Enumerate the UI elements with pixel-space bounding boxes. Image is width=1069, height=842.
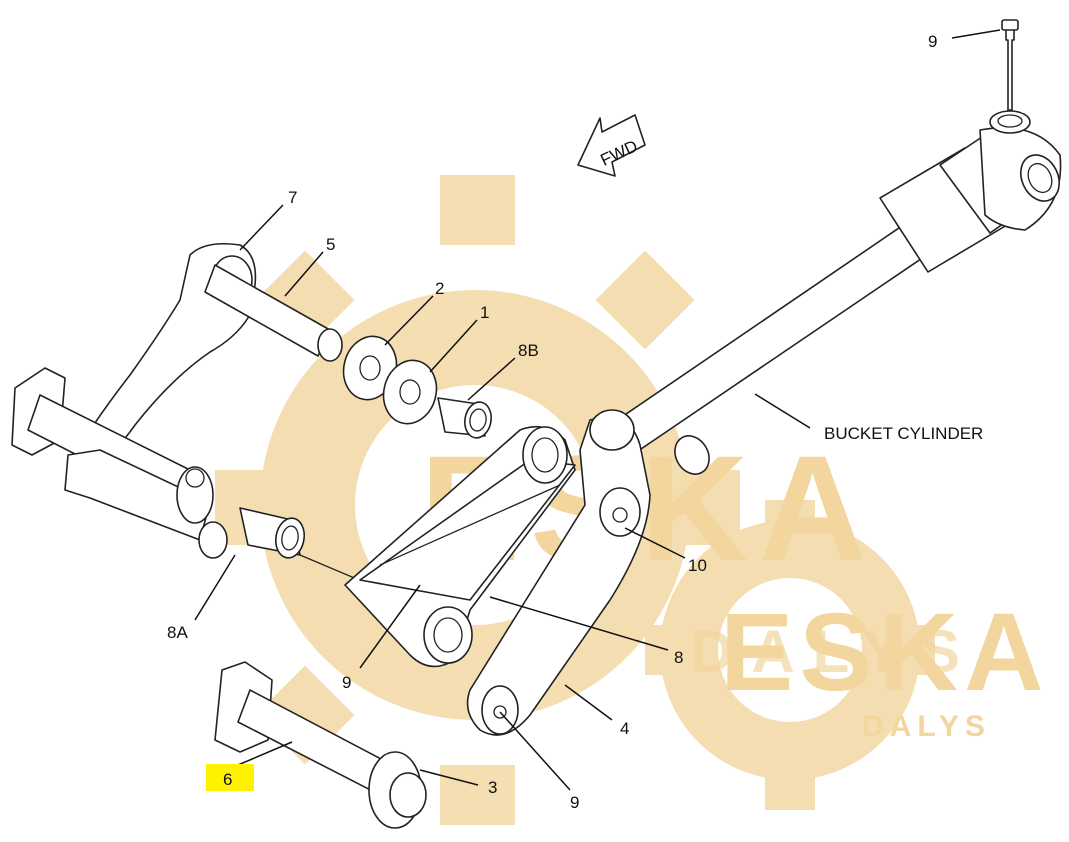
pin-part-8a-assembly xyxy=(64,449,228,559)
bucket-cylinder-label: BUCKET CYLINDER xyxy=(824,424,983,443)
callout-3: 3 xyxy=(488,778,497,797)
fwd-arrow-icon: FWD xyxy=(577,114,646,177)
watermark-logo-subtext-small: DALYS xyxy=(862,710,991,743)
washer-part-1 xyxy=(382,359,438,425)
callout-5: 5 xyxy=(326,235,335,254)
leader-lines xyxy=(194,29,1001,791)
bearing-part-8b xyxy=(437,397,492,439)
callout-labels: 9 7 5 2 1 8B BUCKET CYLINDER 10 8A 8 9 4… xyxy=(167,32,983,812)
callout-8a: 8A xyxy=(167,623,188,642)
watermark-logo-subtext: DALYS xyxy=(690,618,978,685)
watermark: ESKA DALYS ESKA DALYS xyxy=(215,175,1050,825)
callout-7: 7 xyxy=(288,188,297,207)
callout-4: 4 xyxy=(620,719,629,738)
link-part-8 xyxy=(344,425,576,668)
bucket-cylinder xyxy=(587,19,1062,475)
watermark-logo-text-small: ESKA xyxy=(720,591,1050,714)
callout-6-highlight xyxy=(206,764,254,791)
callout-9-top: 9 xyxy=(928,32,937,51)
callout-8b: 8B xyxy=(518,341,539,360)
callout-10: 10 xyxy=(688,556,707,575)
callout-2: 2 xyxy=(435,279,444,298)
callout-8: 8 xyxy=(674,648,683,667)
callout-9-middle: 9 xyxy=(342,673,351,692)
callout-6: 6 xyxy=(223,770,232,789)
callout-9-bottom: 9 xyxy=(570,793,579,812)
washer-part-2 xyxy=(342,335,398,401)
watermark-gear-small-icon xyxy=(645,500,935,810)
pin-part-6 xyxy=(214,661,427,829)
callout-1: 1 xyxy=(480,303,489,322)
pin-part-5 xyxy=(204,264,343,362)
